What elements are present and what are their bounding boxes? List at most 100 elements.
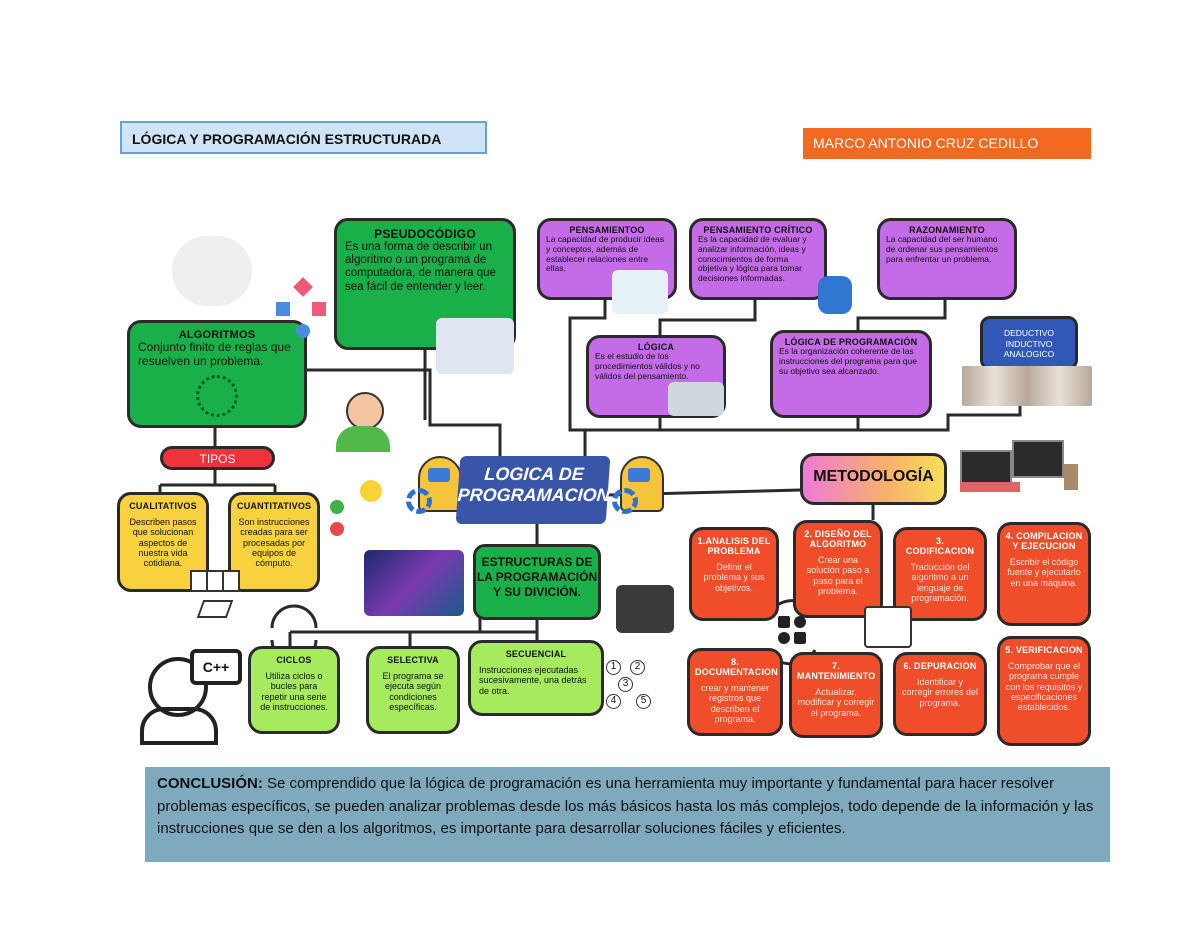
computers-illustration — [960, 440, 1084, 496]
central-topic-line1: LOGICA DE — [483, 464, 585, 484]
razonamiento-types-node: DEDUCTIVO INDUCTIVO ANALOGICO — [980, 316, 1078, 370]
cuantitativos-title: CUANTITATIVOS — [237, 501, 312, 511]
cuantitativos-text: Son instrucciones creadas para ser proce… — [238, 517, 310, 569]
step-codificacion: 3. CODIFICACION Traducción del algoritmo… — [893, 527, 987, 621]
algoritmos-text: Conjunto finito de reglas que resuelven … — [138, 340, 291, 368]
selectiva-text: El programa se ejecuta según condiciones… — [382, 671, 444, 713]
brain-code-icon-left — [404, 450, 462, 522]
ciclos-title: CICLOS — [276, 655, 312, 665]
step-5-title: 5. VERIFICACION — [1005, 645, 1083, 655]
pensamiento-critico-node: PENSAMIENTO CRÍTICO Es la capacidad de e… — [689, 218, 827, 300]
pseudocodigo-text: Es una forma de describir un algoritmo o… — [345, 241, 496, 293]
step-4-text: Escribir el código fuente y ejecutarlo e… — [1007, 557, 1081, 588]
process-cycle-icon — [774, 612, 810, 648]
razonamiento-node: RAZONAMIENTO La capacidad del ser humano… — [877, 218, 1017, 300]
cpp-label: C++ — [190, 649, 242, 685]
selectiva-title: SELECTIVA — [387, 655, 439, 665]
step-compilacion: 4. COMPILACION Y EJECUCION Escribir el c… — [997, 522, 1091, 626]
lightbulb-icon — [360, 480, 382, 502]
ciclos-node: CICLOS Utiliza ciclos o bucles para repe… — [248, 646, 340, 734]
people-thinking-photo — [962, 366, 1092, 406]
step-6-text: Identificar y corregir errores del progr… — [901, 677, 979, 708]
step-5-text: Comprobar que el programa cumple con los… — [1005, 661, 1083, 713]
flowchart-icon — [276, 277, 332, 340]
step-analisis: 1.ANALISIS DEL PROBLEMA Definir el probl… — [689, 527, 779, 621]
algoritmos-title: ALGORITMOS — [178, 329, 256, 341]
author-name: MARCO ANTONIO CRUZ CEDILLO — [803, 128, 1091, 159]
step-2-text: Crear una solución paso a paso para el p… — [806, 555, 870, 597]
programmer-avatar-icon — [322, 388, 404, 458]
data-analyst-illustration — [172, 236, 252, 306]
cualitativos-title: CUALITATIVOS — [129, 501, 197, 511]
step-diseno: 2. DISEÑO DEL ALGORITMO Crear una soluci… — [793, 520, 883, 618]
pensamiento-critico-title: PENSAMIENTO CRÍTICO — [703, 225, 813, 235]
conclusion-box: CONCLUSIÓN: Se comprendido que la lógica… — [145, 767, 1110, 862]
logica-title: LÓGICA — [637, 342, 675, 352]
estructuras-node: ESTRUCTURAS DE LA PROGRAMACIÓN Y SU DIVI… — [473, 544, 601, 620]
pensamiento-text: La capacidad de producir ideas y concept… — [546, 234, 665, 274]
robot-icon — [818, 276, 852, 314]
secuencial-node: SECUENCIAL Instrucciones ejecutadas suce… — [468, 640, 604, 716]
document-title: LÓGICA Y PROGRAMACIÓN ESTRUCTURADA — [120, 121, 487, 154]
sequence-numbers-icon: 1 2 3 4 5 — [606, 660, 654, 710]
conclusion-label: CONCLUSIÓN: — [157, 775, 263, 792]
logica-programacion-text: Es la organización coherente de las inst… — [779, 346, 917, 376]
central-topic: LOGICA DE PROGRAMACION — [455, 456, 611, 524]
razonamiento-text: La capacidad del ser humano de ordenar s… — [886, 234, 998, 264]
check-flow-icon — [330, 500, 374, 540]
tipos-label: TIPOS — [160, 446, 275, 470]
step-7-title: 7. MANTENIMIENTO — [797, 661, 876, 681]
logica-programacion-title: LÓGICA DE PROGRAMACIÓN — [784, 337, 918, 347]
logic-image — [668, 382, 724, 416]
touch-panel-icon — [616, 585, 674, 633]
step-1-text: Definir el problema y sus objetivos. — [703, 562, 765, 593]
cualitativos-text: Describen pasos que solucionan aspectos … — [129, 517, 197, 569]
central-topic-line2: PROGRAMACION — [456, 484, 611, 505]
step-8-text: crear y mantener registros que describen… — [700, 683, 770, 725]
step-6-title: 6. DEPURACION — [903, 661, 977, 671]
analogico-label: ANALOGICO — [1003, 349, 1055, 360]
step-1-title: 1.ANALISIS DEL PROBLEMA — [697, 536, 771, 556]
step-2-title: 2. DISEÑO DEL ALGORITMO — [804, 529, 872, 549]
conclusion-text: Se comprendido que la lógica de programa… — [157, 775, 1094, 837]
algoritmos-node: ALGORITMOS Conjunto finito de reglas que… — [127, 320, 307, 428]
seq-num-4: 4 — [606, 694, 621, 709]
ciclos-text: Utiliza ciclos o bucles para repetir una… — [260, 671, 328, 713]
pensamiento-title: PENSAMIENTOO — [569, 225, 645, 235]
step-4-title: 4. COMPILACION Y EJECUCION — [1005, 531, 1083, 551]
step-7-text: Actualizar, modificar y corregir el prog… — [797, 687, 875, 718]
step-documentacion: 8. DOCUMENTACION crear y mantener regist… — [687, 648, 783, 736]
logica-programacion-node: LÓGICA DE PROGRAMACIÓN Es la organizació… — [770, 330, 932, 418]
cpp-programmer-icon: C++ — [140, 645, 242, 745]
step-verificacion: 5. VERIFICACION Comprobar que el program… — [997, 636, 1091, 746]
deductivo-label: DEDUCTIVO — [1003, 328, 1055, 338]
documents-icon — [190, 570, 240, 620]
pseudocodigo-node: PSEUDOCÓDIGO Es una forma de describir u… — [334, 218, 516, 350]
cualitativos-node: CUALITATIVOS Describen pasos que solucio… — [117, 492, 209, 592]
step-3-text: Traducción del algoritmo a un lenguaje d… — [910, 562, 970, 604]
brain-code-icon-right — [610, 450, 680, 522]
selectiva-node: SELECTIVA El programa se ejecuta según c… — [366, 646, 460, 734]
step-3-title: 3. CODIFICACION — [905, 536, 975, 556]
pseudocodigo-title: PSEUDOCÓDIGO — [374, 227, 476, 241]
seq-num-2: 2 — [630, 660, 645, 675]
secuencial-text: Instrucciones ejecutadas sucesivamente, … — [479, 665, 587, 696]
cuantitativos-node: CUANTITATIVOS Son instrucciones creadas … — [228, 492, 320, 592]
secuencial-title: SECUENCIAL — [505, 649, 567, 659]
razonamiento-title: RAZONAMIENTO — [909, 225, 985, 235]
step-depuracion: 6. DEPURACION Identificar y corregir err… — [893, 652, 987, 736]
inductivo-label: INDUCTIVO — [1005, 338, 1053, 349]
office-illustration — [436, 318, 514, 374]
circuit-icon — [196, 374, 238, 417]
seq-num-1: 1 — [606, 660, 621, 675]
seq-num-5: 5 — [636, 694, 651, 709]
web-settings-icon — [864, 606, 912, 648]
code-screen-image — [364, 550, 464, 616]
step-mantenimiento: 7. MANTENIMIENTO Actualizar, modificar y… — [789, 652, 883, 738]
pensamiento-critico-text: Es la capacidad de evaluar y analizar in… — [698, 234, 807, 284]
metodologia-label: METODOLOGÍA — [800, 453, 947, 505]
seq-num-3: 3 — [618, 677, 633, 692]
thinking-person-illustration — [612, 270, 668, 314]
logica-text: Es el estudio de los procedimientos váli… — [595, 351, 700, 381]
step-8-title: 8. DOCUMENTACION — [695, 657, 778, 677]
